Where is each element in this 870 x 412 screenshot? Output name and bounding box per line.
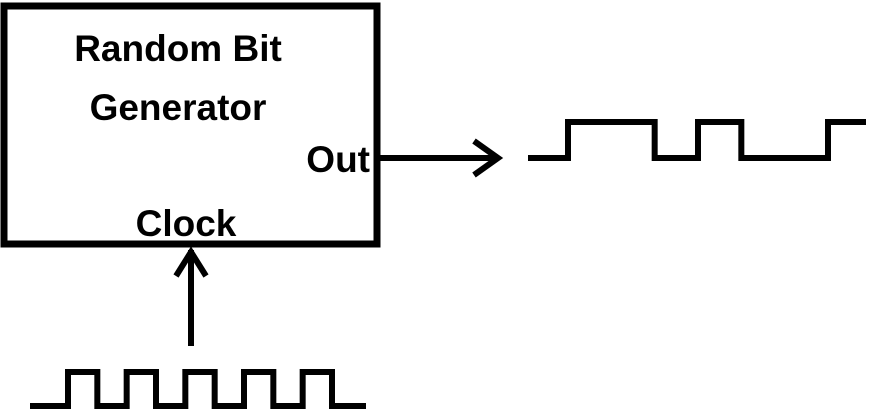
clock-port-label: Clock <box>136 203 237 244</box>
clock-input-arrow <box>173 246 209 346</box>
out-port-label: Out <box>306 139 370 180</box>
output-arrow <box>377 138 504 178</box>
block-title-line2: Generator <box>90 87 267 128</box>
clock-waveform <box>30 369 366 409</box>
block-title-line1: Random Bit <box>74 28 282 69</box>
generator-block <box>0 2 381 248</box>
output-waveform <box>528 119 866 161</box>
